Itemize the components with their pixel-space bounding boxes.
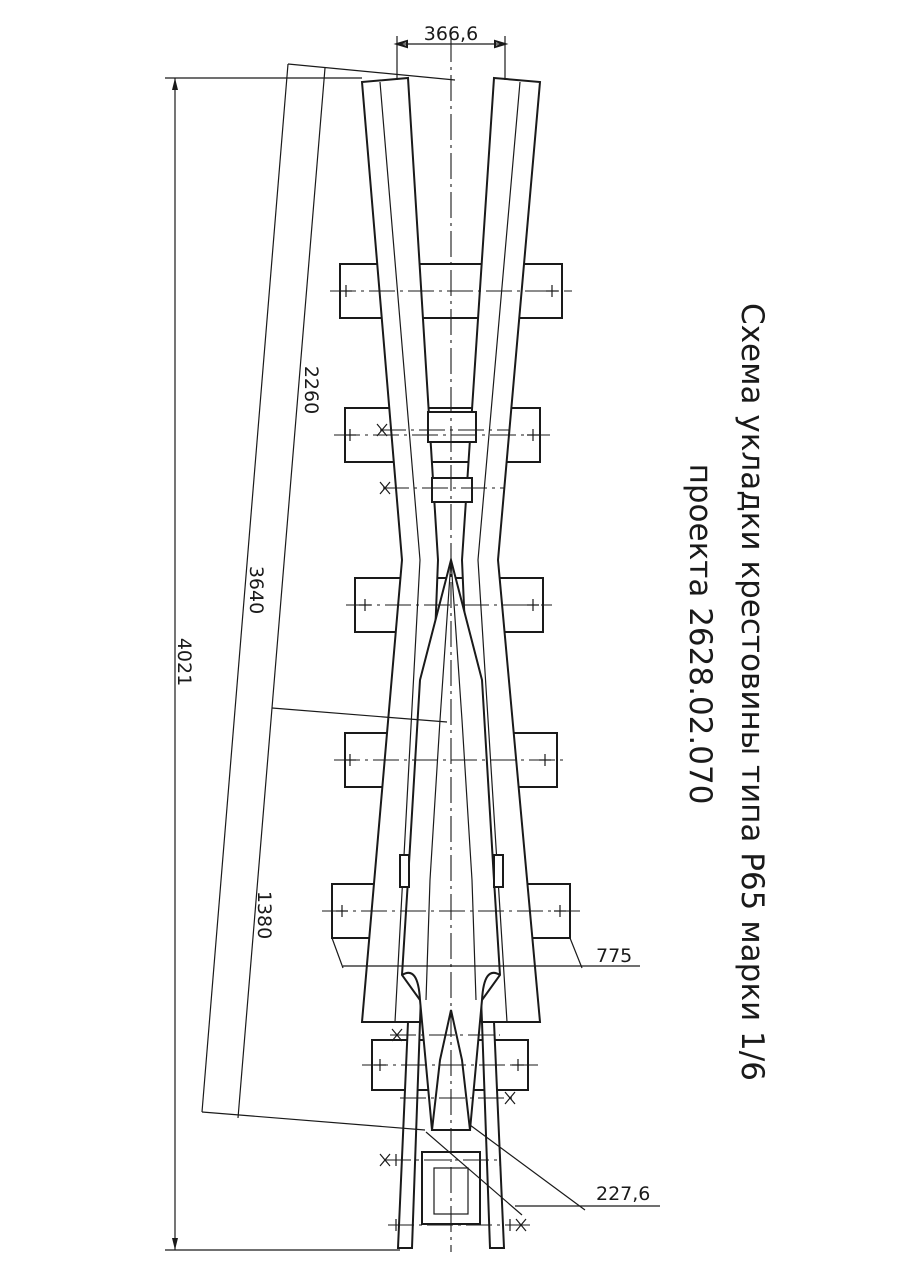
spacer-block-1 xyxy=(427,411,477,443)
bolt-mark xyxy=(554,905,566,917)
bolt-x-mark xyxy=(391,1028,403,1042)
dim-227-leader-2 xyxy=(425,1131,523,1216)
bolt-mark xyxy=(336,905,348,917)
dim-4021-label: 4021 xyxy=(173,638,195,686)
dim-3640-ext-top xyxy=(287,63,456,81)
spacer-blocks xyxy=(427,411,477,503)
frog-right-edge xyxy=(450,559,477,1001)
dim-227-leader-1 xyxy=(469,1124,586,1211)
dim-1380-label: 1380 xyxy=(253,891,275,939)
left-throat-curve xyxy=(401,971,421,1001)
dim-2260-line xyxy=(271,67,326,709)
bolt-tick-marks xyxy=(395,1154,511,1231)
tail-left-rail xyxy=(396,1021,422,1249)
bolt-mark xyxy=(527,599,539,611)
frog-left-edge xyxy=(425,559,452,1001)
right-side-plate xyxy=(493,854,504,888)
bolt-mark xyxy=(527,429,539,441)
dim-775-ext-right xyxy=(569,937,583,969)
drawing-title-line-2: проекта 2628.02.070 xyxy=(682,464,718,805)
bolt-marks xyxy=(336,285,566,1232)
dim-2260-ext xyxy=(271,707,448,723)
dim-227-label: 227,6 xyxy=(596,1183,650,1205)
dim-2260-label: 2260 xyxy=(300,366,322,414)
bolt-mark xyxy=(344,429,356,441)
bolt-x-mark xyxy=(504,1091,516,1105)
bolt-x-mark xyxy=(515,1218,527,1232)
dim-top-arrows xyxy=(393,39,509,49)
tail-right-rail xyxy=(480,1021,506,1249)
dim-1380-line xyxy=(237,707,273,1119)
bolt-mark xyxy=(539,754,551,766)
dim-775-label: 775 xyxy=(596,945,632,967)
bolt-mark xyxy=(546,285,558,297)
bolt-x-mark xyxy=(379,1153,391,1167)
bolt-mark xyxy=(340,285,352,297)
bolt-x-mark xyxy=(379,481,391,495)
dim-3640-line xyxy=(201,63,289,1113)
drawing-title-line-1: Схема укладки крестовины типа Р65 марки … xyxy=(734,303,770,1081)
dim-3640-label: 3640 xyxy=(245,566,267,614)
dimension-lines xyxy=(165,36,660,1251)
bolt-x-mark xyxy=(376,423,388,437)
spacer-block-2 xyxy=(431,477,473,503)
centre-lines xyxy=(322,36,580,1252)
bolt-mark xyxy=(344,754,356,766)
bolt-mark xyxy=(512,1059,524,1071)
bolt-mark xyxy=(374,1059,386,1071)
dim-366-label: 366,6 xyxy=(424,23,478,45)
dim-775-ext-left xyxy=(331,937,344,969)
right-throat-curve xyxy=(481,971,501,1001)
bolt-mark xyxy=(359,599,371,611)
left-side-plate xyxy=(399,854,410,888)
dim-3640-ext-bottom xyxy=(201,1111,426,1131)
